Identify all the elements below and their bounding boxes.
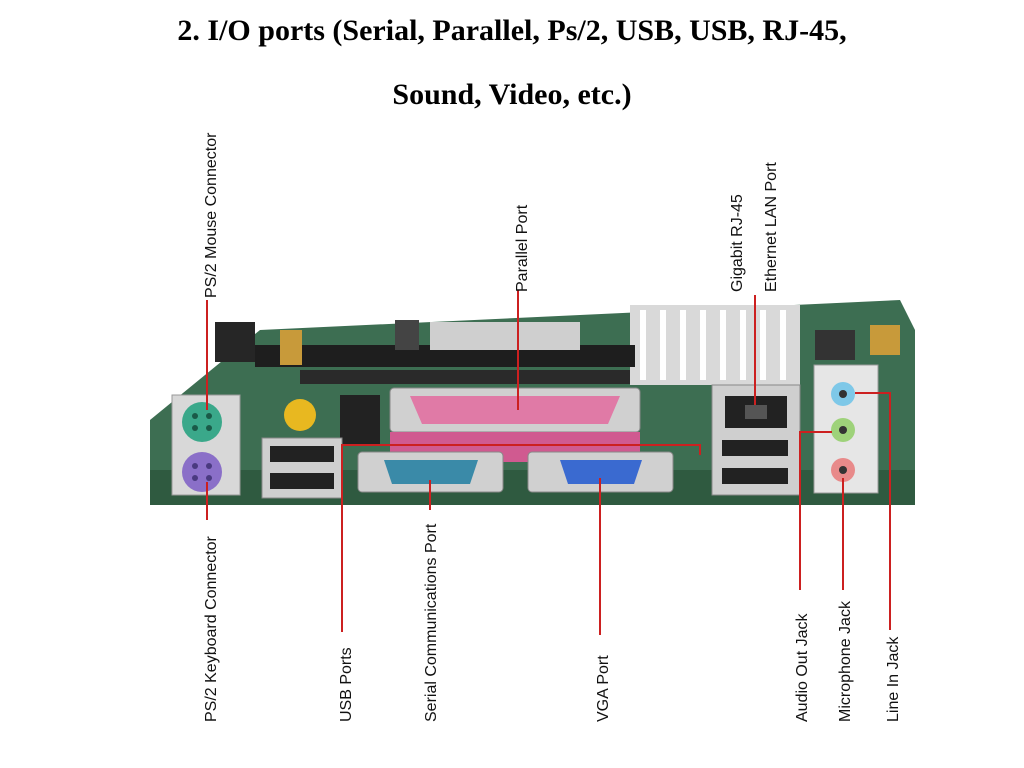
parallel-port (410, 396, 620, 424)
heatsink (630, 305, 800, 385)
label-microphone: Microphone Jack (837, 600, 854, 722)
memory-slot (300, 370, 630, 384)
usb-port (722, 440, 788, 456)
ps2-mouse-port (182, 402, 222, 442)
label-line-in: Line In Jack (885, 636, 902, 722)
usb-port (722, 468, 788, 484)
label-parallel-port: Parallel Port (514, 204, 531, 292)
label-vga-port: VGA Port (595, 655, 612, 722)
label-audio-out: Audio Out Jack (794, 613, 811, 723)
label-ps2-mouse: PS/2 Mouse Connector (203, 132, 220, 298)
capacitor (870, 325, 900, 355)
serial-port (384, 460, 478, 484)
slide-title-line-1: 2. I/O ports (Serial, Parallel, Ps/2, US… (177, 14, 847, 47)
label-serial-port: Serial Communications Port (423, 523, 440, 722)
usb-port (270, 446, 334, 462)
callout-lines (206, 290, 891, 635)
yellow-coil (284, 399, 316, 431)
label-lan-line1: Gigabit RJ-45 (729, 194, 746, 292)
capacitor (280, 330, 302, 365)
label-usb-ports: USB Ports (338, 647, 355, 722)
label-ps2-keyboard: PS/2 Keyboard Connector (203, 535, 220, 722)
slide-title-line-2: Sound, Video, etc.) (392, 78, 632, 111)
usb-port (270, 473, 334, 489)
vga-port (560, 460, 642, 484)
ps2-keyboard-port (182, 452, 222, 492)
label-lan-line2: Ethernet LAN Port (763, 162, 780, 292)
memory-slot (255, 345, 635, 367)
